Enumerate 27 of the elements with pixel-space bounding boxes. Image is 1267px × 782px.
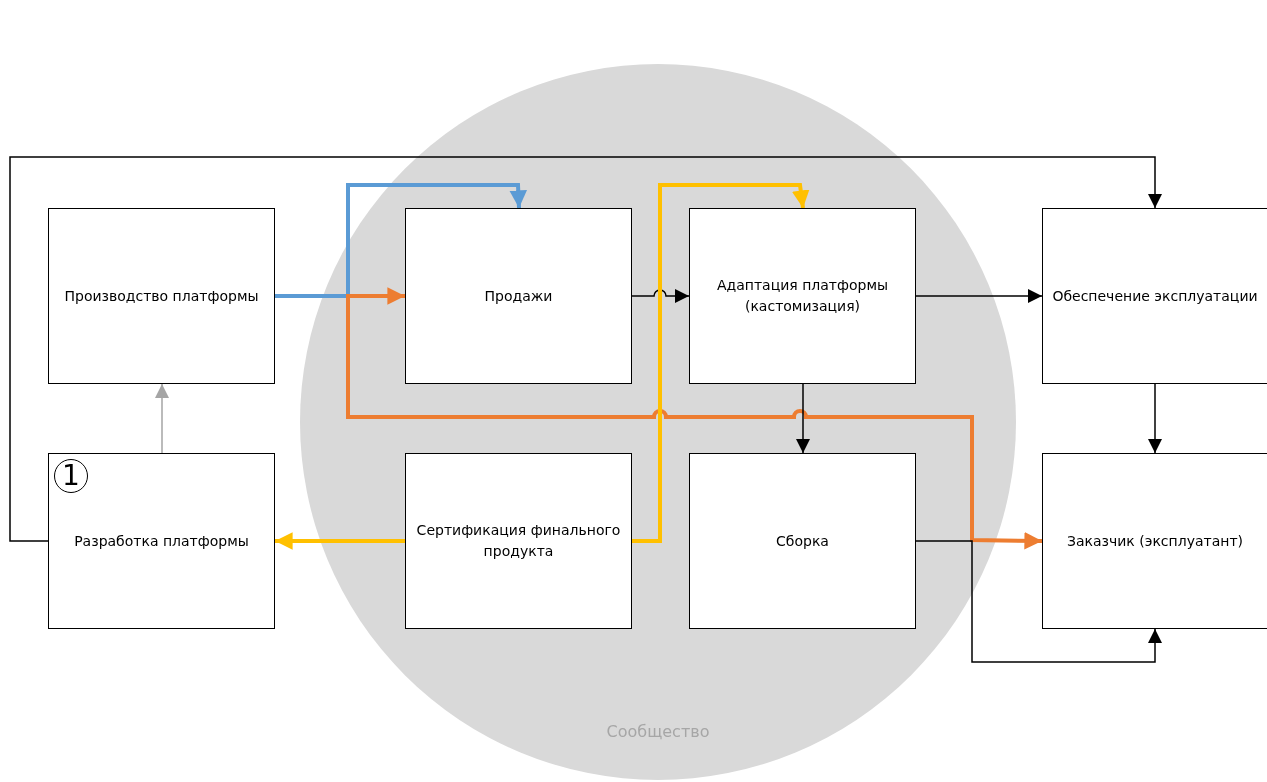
process-box <box>689 208 916 384</box>
process-box <box>405 208 632 384</box>
box-label: Адаптация платформы (кастомизация) <box>715 276 890 316</box>
arrow <box>915 540 1163 663</box>
arrow <box>915 288 1043 304</box>
box-label: Разработка платформы <box>73 531 250 551</box>
process-box <box>689 453 916 629</box>
arrow <box>795 383 811 454</box>
arrow <box>346 287 1043 550</box>
box-label: Заказчик (эксплуатант) <box>1065 531 1245 551</box>
box-label: Сборка <box>775 531 830 551</box>
process-box <box>1042 208 1267 384</box>
arrow <box>9 156 1163 542</box>
arrow <box>275 532 405 550</box>
process-box <box>1042 453 1267 629</box>
box-label: Обеспечение эксплуатации <box>1051 286 1259 306</box>
box-label: Производство платформы <box>63 286 260 306</box>
process-box <box>48 208 275 384</box>
arrow <box>154 383 170 454</box>
process-box <box>405 453 632 629</box>
box-label: Продажи <box>483 286 554 306</box>
box-label: Сертификация финального продукта <box>415 521 622 561</box>
arrow <box>631 288 690 304</box>
arrow <box>1147 383 1163 454</box>
arrow <box>275 183 528 298</box>
arrow <box>632 183 810 543</box>
process-box <box>48 453 275 629</box>
